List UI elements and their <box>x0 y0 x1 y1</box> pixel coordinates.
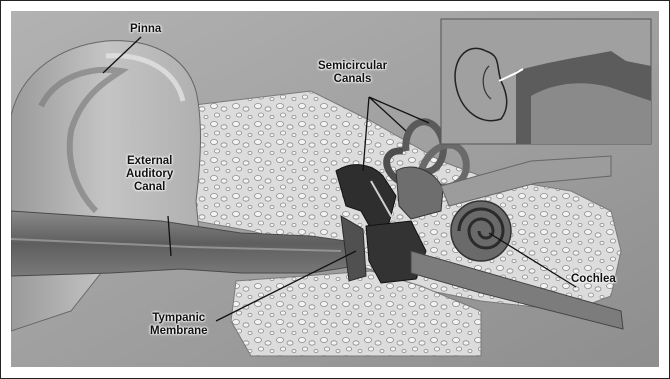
label-pinna-text: Pinna <box>130 23 161 36</box>
label-eac-line2: Auditory <box>126 168 173 181</box>
label-semicircular-line1: Semicircular <box>318 60 387 73</box>
label-eac-line3: Canal <box>126 181 173 194</box>
label-cochlea-text: Cochlea <box>571 273 616 286</box>
label-external-auditory-canal: External Auditory Canal <box>126 155 173 194</box>
cochlea-shape <box>451 201 511 261</box>
label-pinna: Pinna <box>130 23 161 36</box>
label-eac-line1: External <box>126 155 173 168</box>
label-tympanic-membrane: Tympanic Membrane <box>150 312 208 338</box>
label-semicircular-line2: Canals <box>318 73 387 86</box>
label-tympanic-line1: Tympanic <box>150 312 208 325</box>
label-tympanic-line2: Membrane <box>150 325 208 338</box>
label-cochlea: Cochlea <box>571 273 616 286</box>
inset-head-image <box>441 19 651 144</box>
label-semicircular-canals: Semicircular Canals <box>318 60 387 86</box>
